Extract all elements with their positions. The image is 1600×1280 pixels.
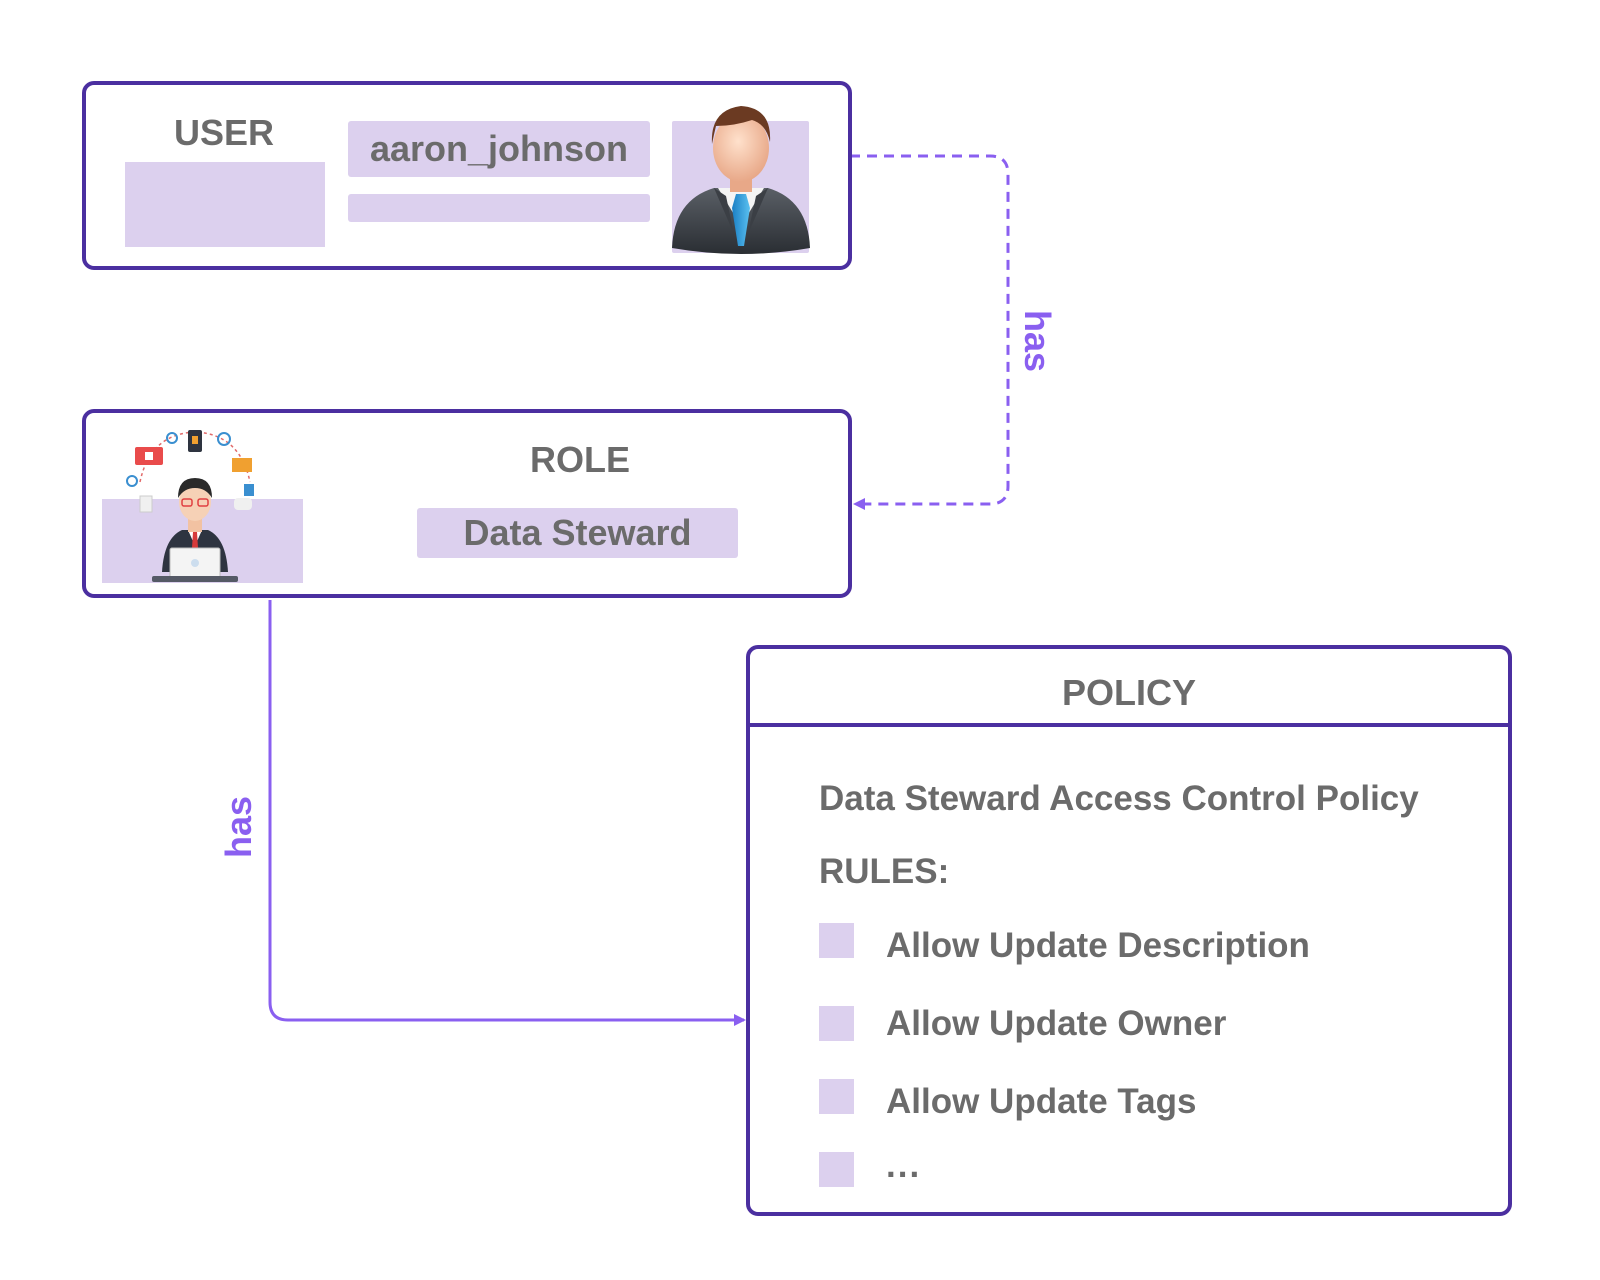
- role-heading: ROLE: [529, 439, 630, 480]
- rule-checkbox: [819, 923, 854, 958]
- rule-item: Allow Update Tags: [886, 1082, 1197, 1121]
- role-name-text: Data Steward: [463, 512, 692, 553]
- policy-heading: POLICY: [1061, 672, 1196, 713]
- role-name-field: Data Steward: [417, 508, 738, 558]
- data-steward-illustration-icon: [126, 430, 254, 582]
- policy-name: Data Steward Access Control Policy: [819, 779, 1419, 818]
- user-to-role-connector: [850, 154, 1010, 510]
- rule-checkbox: [819, 1152, 854, 1187]
- policy-header-divider: [746, 723, 1512, 727]
- rule-checkbox: [819, 1006, 854, 1041]
- rules-label: RULES:: [819, 852, 950, 891]
- username-field: aaron_johnson: [348, 121, 650, 177]
- user-detail-placeholder: [348, 194, 650, 222]
- rule-item: Allow Update Owner: [886, 1004, 1227, 1043]
- businessman-avatar-icon: [672, 106, 810, 254]
- policy-card: [746, 645, 1512, 1216]
- role-to-policy-connector: [268, 600, 746, 1026]
- rule-checkbox: [819, 1079, 854, 1114]
- rule-item-ellipsis: ...: [886, 1146, 922, 1185]
- user-info-placeholder: [125, 162, 325, 247]
- user-heading: USER: [174, 112, 275, 153]
- username-text: aaron_johnson: [369, 128, 629, 169]
- role-policy-has-label: has: [218, 795, 259, 858]
- user-role-has-label: has: [1017, 310, 1058, 373]
- rule-item: Allow Update Description: [886, 926, 1310, 965]
